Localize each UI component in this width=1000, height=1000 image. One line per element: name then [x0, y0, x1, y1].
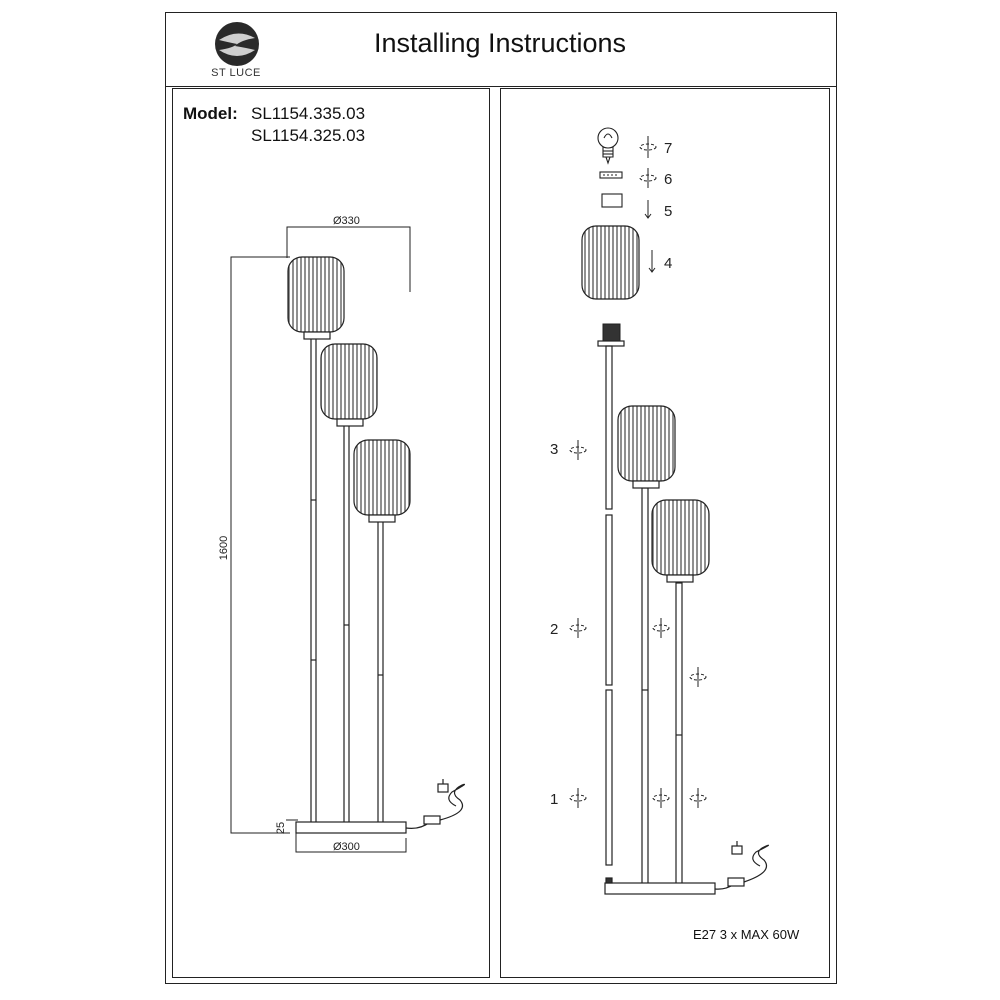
brand-name: ST LUCE — [211, 67, 261, 79]
shade-diameter-label: Ø330 — [333, 215, 360, 227]
socket-ring-icon — [599, 171, 623, 179]
lamp-socket — [602, 323, 621, 342]
step-1-number: 1 — [550, 791, 558, 808]
st-luce-logo — [215, 22, 259, 66]
floor-lamp-assembly-view — [597, 340, 769, 895]
dimension-lines — [230, 226, 411, 853]
step-arrows-side — [569, 440, 707, 808]
assembly-panel — [500, 88, 830, 978]
glass-shade-exploded — [581, 225, 640, 300]
model-number-2: SL1154.325.03 — [251, 126, 366, 145]
model-number-1: SL1154.335.03 — [251, 104, 366, 123]
instruction-sheet-border — [165, 12, 837, 984]
step-6-number: 6 — [664, 171, 672, 188]
model-label: Model: — [183, 104, 238, 123]
base-diameter-label: Ø300 — [333, 841, 360, 853]
base-height-label: 25 — [275, 822, 287, 834]
step-2-number: 2 — [550, 621, 558, 638]
page-title: Installing Instructions — [373, 28, 627, 58]
bulb-icon — [597, 127, 619, 165]
bulb-spec: E27 3 x MAX 60W — [693, 927, 800, 942]
step-4-number: 4 — [664, 255, 672, 272]
dimensions-panel — [172, 88, 490, 978]
shade-holder-icon — [601, 193, 623, 208]
floor-lamp-dimension-view — [287, 256, 465, 834]
step-5-number: 5 — [664, 203, 672, 220]
step-arrows-top — [639, 136, 657, 273]
step-7-number: 7 — [664, 140, 672, 157]
header-divider — [165, 86, 837, 87]
step-3-number: 3 — [550, 441, 558, 458]
height-label: 1600 — [218, 536, 230, 560]
